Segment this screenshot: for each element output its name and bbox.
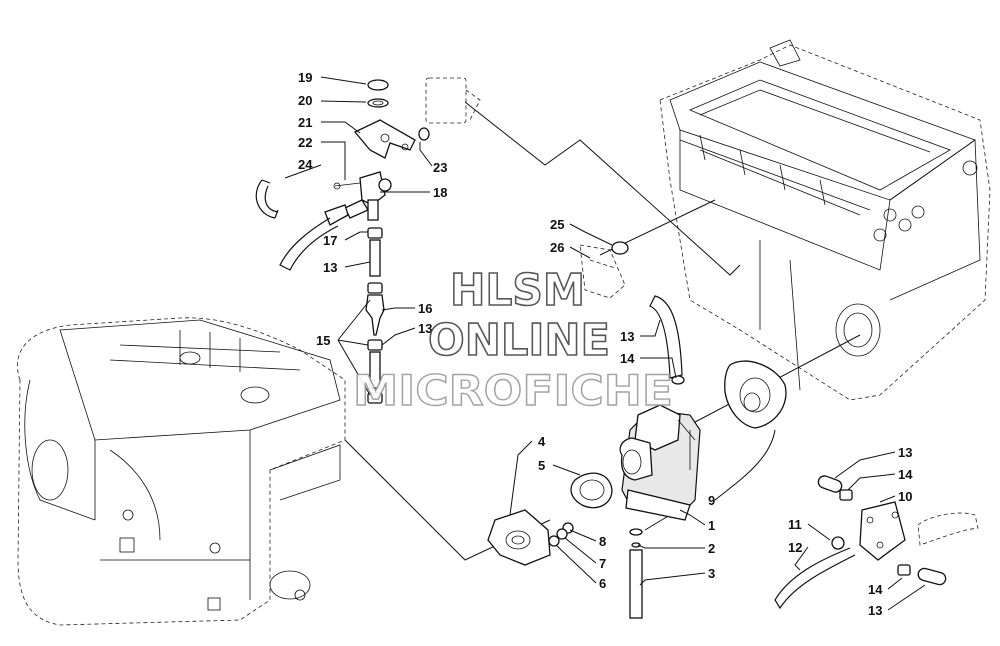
- callout-9: 9: [708, 493, 715, 508]
- callout-6: 6: [599, 576, 606, 591]
- callout-14-right-top: 14: [898, 467, 913, 482]
- callout-21: 21: [298, 115, 312, 130]
- watermark-line-3: MICROFICHE: [353, 366, 673, 415]
- callout-26: 26: [550, 240, 564, 255]
- callout-13-center: 13: [620, 329, 634, 344]
- watermark: HLSM ONLINE MICROFICHE: [352, 264, 673, 416]
- callout-7: 7: [599, 556, 606, 571]
- carburetor-assembly: [487, 295, 787, 619]
- callout-labels: 19 20 21 22 24 23 18 17 13 16 13 15 25 2…: [298, 70, 913, 618]
- callout-24: 24: [298, 157, 313, 172]
- callout-2: 2: [708, 541, 715, 556]
- callout-5: 5: [538, 458, 545, 473]
- callout-8: 8: [599, 534, 606, 549]
- callout-16: 16: [418, 301, 432, 316]
- callout-20: 20: [298, 93, 312, 108]
- callout-14-center: 14: [620, 351, 635, 366]
- callout-11: 11: [788, 517, 802, 532]
- callout-12: 12: [788, 540, 802, 555]
- callout-22: 22: [298, 135, 312, 150]
- callout-4: 4: [538, 434, 546, 449]
- watermark-line-2: ONLINE: [428, 315, 610, 366]
- callout-13-right-top: 13: [898, 445, 912, 460]
- callout-17: 17: [323, 233, 337, 248]
- callout-1: 1: [708, 518, 715, 533]
- engine-block: [17, 317, 346, 626]
- leader-lines: [284, 76, 926, 611]
- fuel-pump-assembly: [774, 475, 979, 610]
- callout-13-right-bottom: 13: [868, 603, 882, 618]
- callout-13-middle-left: 13: [418, 321, 432, 336]
- air-box: [659, 39, 991, 401]
- fuel-valve-assembly: [255, 77, 481, 404]
- callout-10: 10: [898, 489, 912, 504]
- callout-13-upper-left: 13: [323, 260, 337, 275]
- callout-25: 25: [550, 217, 564, 232]
- callout-19: 19: [298, 70, 312, 85]
- callout-3: 3: [708, 566, 715, 581]
- fuel-pump-part: [579, 241, 629, 299]
- callout-15: 15: [316, 333, 330, 348]
- watermark-line-1: HLSM: [450, 265, 585, 316]
- callout-18: 18: [433, 185, 447, 200]
- callout-14-right-bottom: 14: [868, 582, 883, 597]
- callout-23: 23: [433, 160, 447, 175]
